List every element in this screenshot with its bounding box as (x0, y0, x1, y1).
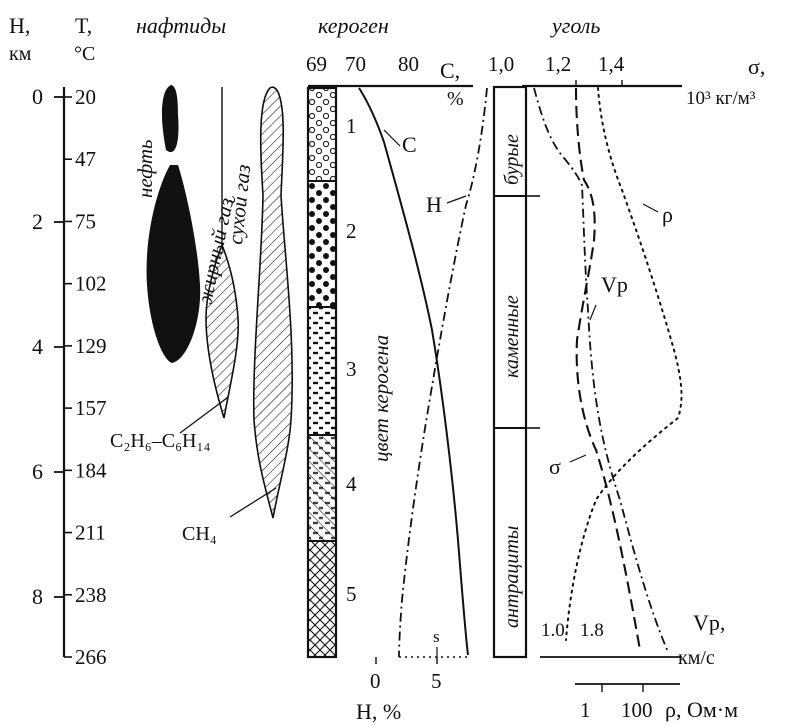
rho-axis-tick-label: 100 (621, 698, 653, 722)
vp-axis-tick-label: 1.0 (541, 620, 565, 641)
hydrogen-content-curve (398, 87, 488, 658)
rho-callout (642, 203, 659, 213)
temperature-axis-title: T, (75, 13, 92, 38)
h-axis-tick-label: 0 (370, 669, 381, 693)
kerogen-zone-number: 3 (346, 357, 357, 381)
c-axis-tick-label: 69 (306, 52, 327, 76)
c-curve-label: C (402, 132, 417, 157)
sigma-axis-tick-label: 1,4 (598, 52, 625, 76)
kerogen-column-frame (306, 86, 338, 659)
sigma-axis-tick-label: 1,2 (545, 52, 571, 76)
coal-panel: 1,0 1,2 1,4 σ, 10³ кг/м³ бурые каменные … (488, 52, 765, 722)
kerogen-maturation-column (306, 86, 338, 659)
sigma-axis-tick-label: 1,0 (488, 52, 514, 76)
kerogen-zone-number: 1 (346, 114, 357, 138)
kerogen-zone-1 (308, 88, 336, 181)
temperature-tick-label: 20 (75, 85, 96, 109)
c-axis-unit: % (447, 88, 464, 110)
coal-title: уголь (550, 13, 600, 38)
rho-axis-tick-label: 1 (580, 698, 591, 722)
wet-gas-callout-line (179, 397, 228, 434)
naphthides-panel: нефть жирный газ C₂H₆–C₆H₁₄ сухой газ CH… (110, 85, 293, 545)
coal-rank-column (492, 85, 528, 659)
temperature-tick-label: 102 (75, 272, 107, 296)
h-axis-tick-label: 5 (431, 669, 442, 693)
temperature-tick-label: 266 (75, 645, 107, 669)
temperature-tick-label: 47 (75, 147, 96, 171)
density-curve (533, 87, 669, 653)
c-axis-title: C, (440, 58, 460, 83)
naphthides-title: нафтиды (136, 13, 226, 38)
kerogen-zone-3 (308, 307, 336, 435)
kerogen-zone-number: 2 (346, 219, 357, 243)
c-axis-tick-label: 70 (345, 52, 366, 76)
sigma-axis-unit: 10³ кг/м³ (686, 88, 756, 109)
rho-curve-label: ρ (662, 202, 673, 227)
sigma-callout (569, 454, 587, 463)
temperature-tick-label: 129 (75, 334, 107, 358)
wet-gas-formula: C₂H₆–C₆H₁₄ (110, 430, 210, 452)
c-axis-tick-label: 80 (398, 52, 419, 76)
depth-tick-label: 4 (32, 334, 43, 359)
kerogen-zone-4-overlay (308, 435, 336, 541)
oil-zone (161, 85, 179, 153)
rho-axis-title: ρ, Ом·м (665, 697, 738, 722)
kerogen-zone-2 (308, 181, 336, 307)
vp-axis-unit: км/с (678, 647, 715, 669)
temperature-tick-label: 184 (75, 458, 107, 482)
kerogen-title: кероген (318, 13, 389, 38)
kerogen-panel: 69 70 80 C, % 1 2 3 4 5 C H (306, 52, 488, 724)
depth-axis-title: H, (9, 13, 30, 38)
vp-callout (589, 304, 597, 321)
s-label: s (433, 627, 440, 646)
sigma-curve-label: σ (549, 454, 561, 479)
kerogen-color-label: цвет керогена (369, 335, 393, 462)
rank-label-bituminous: каменные (501, 295, 523, 378)
rank-label-anthracite: антрациты (501, 526, 523, 628)
dry-gas-zone (252, 86, 293, 519)
sigma-axis-title: σ, (748, 54, 765, 79)
wet-gas-zone (205, 242, 240, 419)
temperature-tick-label: 157 (75, 396, 107, 420)
c-curve-callout (383, 129, 401, 147)
p-wave-velocity-curve (574, 87, 642, 651)
vp-curve-label: Vp (601, 272, 628, 297)
kerogen-zone-5 (308, 541, 336, 657)
temperature-axis-unit: °C (74, 43, 95, 65)
temperature-tick-label: 211 (75, 521, 106, 545)
dry-gas-label: сухой газ (223, 163, 255, 245)
vp-axis-tick-label: 1.8 (580, 620, 604, 641)
carbon-content-curve (358, 87, 469, 656)
oil-zone-lower (146, 165, 201, 363)
rank-label-brown: бурые (501, 134, 523, 185)
kerogen-zone-number: 4 (346, 472, 357, 496)
depth-tick-label: 6 (32, 459, 43, 484)
dry-gas-formula: CH₄ (182, 523, 217, 545)
temperature-tick-label: 75 (75, 209, 96, 233)
h-curve-label: H (426, 192, 442, 217)
h-curve-callout (446, 195, 467, 204)
oil-label: нефть (133, 139, 157, 198)
depth-axis-unit: км (9, 43, 32, 65)
depth-tick-label: 8 (32, 584, 43, 609)
vp-axis-title: Vp, (693, 610, 725, 635)
temperature-tick-label: 238 (75, 583, 107, 607)
depth-temperature-axis: 0 2 4 6 8 20 47 75 102 129 157 184 211 238 266 (32, 84, 107, 669)
depth-tick-label: 2 (32, 209, 43, 234)
h-axis-title: H, % (356, 699, 401, 724)
depth-tick-label: 0 (32, 84, 43, 109)
dry-gas-callout-line (229, 487, 277, 518)
kerogen-zone-number: 5 (346, 582, 357, 606)
